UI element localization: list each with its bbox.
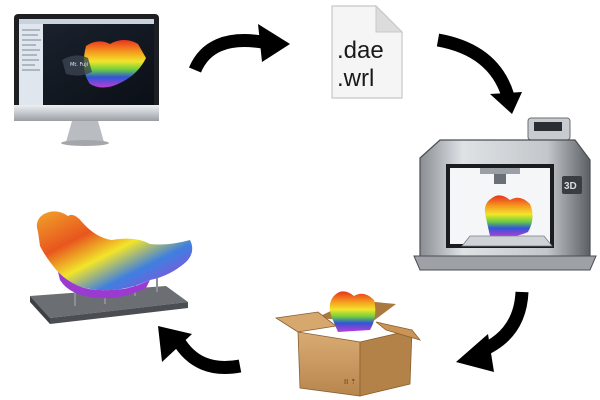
document-file-icon: .dae .wrl bbox=[331, 4, 404, 99]
box-right-flap bbox=[375, 321, 422, 341]
monitor-stand bbox=[66, 121, 104, 142]
cardboard-box-icon: II ⇡ bbox=[274, 291, 422, 397]
arrow-shaft bbox=[436, 33, 515, 99]
cycle-arrow-icon bbox=[158, 326, 242, 374]
software-titlebar bbox=[19, 19, 154, 24]
boxed-terrain-model bbox=[329, 291, 376, 332]
printed-terrain-model bbox=[484, 195, 533, 238]
box-left-flap bbox=[274, 311, 337, 333]
terrain-base-plate-side bbox=[30, 296, 50, 324]
terrain-base-plate-edge bbox=[50, 302, 188, 324]
arrow-shaft bbox=[172, 336, 242, 374]
terrain-underside bbox=[58, 272, 150, 299]
cycle-arrow-icon bbox=[189, 24, 290, 73]
3d-printer-icon: 3D bbox=[413, 117, 597, 271]
terrain-base-plate-top bbox=[30, 286, 188, 318]
box-front-face bbox=[297, 331, 361, 397]
printer-display bbox=[534, 122, 562, 131]
screen-terrain-render bbox=[83, 40, 146, 88]
printer-gantry bbox=[480, 168, 520, 174]
arrow-head bbox=[490, 92, 522, 114]
box-handling-marks: II ⇡ bbox=[344, 378, 356, 386]
file-extension-wrl: .wrl bbox=[337, 65, 374, 92]
arrow-shaft bbox=[189, 34, 263, 73]
arrow-head bbox=[258, 24, 290, 62]
printer-badge-label: 3D bbox=[564, 181, 577, 192]
arrow-head bbox=[456, 334, 494, 372]
file-corner-fold bbox=[375, 4, 404, 33]
monitor-chin bbox=[14, 105, 159, 121]
printer-base bbox=[413, 255, 597, 271]
computer-monitor-icon: Mt. Fuji bbox=[14, 14, 159, 146]
arrow-head bbox=[158, 326, 192, 362]
terrain-surface bbox=[36, 211, 193, 291]
printer-head bbox=[494, 174, 506, 184]
screen-terrain-shadow bbox=[62, 55, 92, 76]
cycle-arrow-icon bbox=[436, 33, 522, 114]
screen-caption: Mt. Fuji bbox=[70, 62, 88, 68]
cycle-arrow-icon bbox=[456, 291, 529, 372]
software-panel-lines bbox=[22, 29, 41, 71]
file-extension-dae: .dae bbox=[337, 37, 384, 64]
printer-badge-plate bbox=[562, 176, 582, 194]
box-side-face bbox=[359, 329, 413, 397]
printer-build-plate bbox=[461, 235, 553, 247]
monitor-base bbox=[61, 140, 109, 146]
terrain-model-icon bbox=[30, 211, 193, 324]
